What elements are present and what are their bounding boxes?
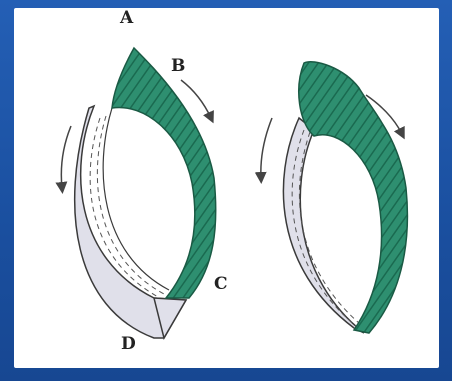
label-d: D xyxy=(121,334,136,354)
left-tendon-band xyxy=(73,104,188,339)
left-tendon-inner xyxy=(102,107,170,291)
right-tendon-fiber xyxy=(298,131,361,325)
arrow-down-right-icon xyxy=(365,94,405,140)
right-tendon-fiber xyxy=(291,129,357,327)
right-tendon-band xyxy=(282,116,365,334)
left-tendon-fiber xyxy=(96,115,165,295)
left-tendon-tip xyxy=(153,297,188,340)
label-c: C xyxy=(214,274,228,294)
diagram-panel: A B C D xyxy=(14,8,439,368)
arrow-down-icon xyxy=(55,125,72,194)
right-muscle-band xyxy=(298,61,409,334)
left-muscle-band xyxy=(111,46,217,299)
arrow-down-right-icon xyxy=(180,79,214,124)
arrow-down-icon xyxy=(254,117,273,184)
diagram-svg xyxy=(55,46,409,340)
right-figure xyxy=(282,61,409,334)
left-figure xyxy=(73,46,217,340)
label-b: B xyxy=(171,56,186,76)
label-a: A xyxy=(120,8,134,28)
